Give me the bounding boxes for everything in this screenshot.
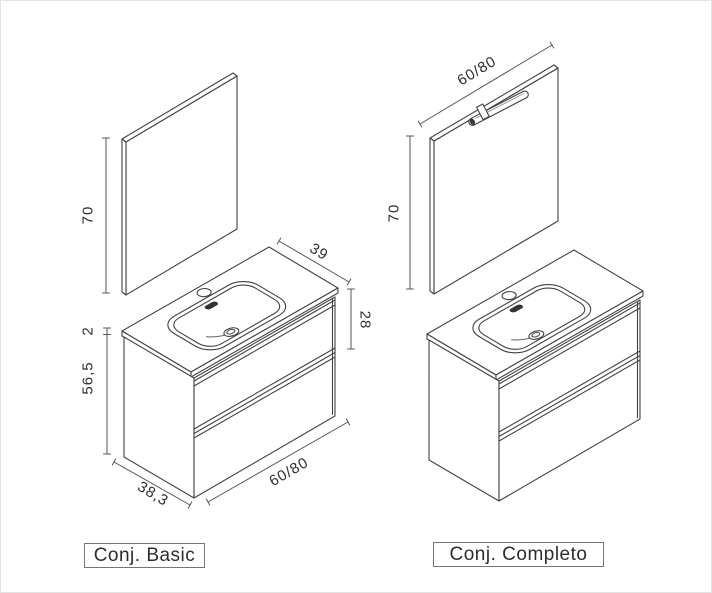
mirror-completo <box>429 64 559 295</box>
dim-line-cabinet-width <box>205 418 351 506</box>
mirror-side-edge <box>429 137 435 295</box>
dim-line-top-depth <box>276 237 352 286</box>
light-tube-end-cap <box>469 118 476 125</box>
light-fixture <box>468 90 529 126</box>
dim-line-thickness-and-height <box>103 327 111 455</box>
drawer-lines <box>193 297 336 439</box>
dim-label-cabinet-height-basic: 56,5 <box>79 361 97 395</box>
overflow-slot <box>204 301 219 310</box>
dim-label-front-height-basic: 28 <box>356 310 374 330</box>
dim-label-mirror-height-completo: 70 <box>385 203 403 223</box>
basic-set-drawing <box>102 72 355 509</box>
dim-line-front-height <box>347 288 355 350</box>
countertop-front-edge <box>190 287 339 378</box>
basin <box>149 270 294 354</box>
completo-set-drawing <box>406 41 644 502</box>
light-bracket <box>476 103 490 121</box>
caption-conj-basic: Conj. Basic <box>84 543 205 568</box>
drawer1-bottom-edge <box>193 347 336 430</box>
mirror-side-edge <box>121 138 127 296</box>
drawer2-groove-bottom <box>193 356 336 439</box>
dimension-lines-completo <box>406 41 555 290</box>
caption-conj-basic-label: Conj. Basic <box>93 544 196 566</box>
vanity-cabinet <box>121 246 339 499</box>
dimension-lines-basic <box>102 137 355 509</box>
basin-inner-rim <box>167 281 287 350</box>
caption-conj-completo-label: Conj. Completo <box>449 543 588 565</box>
basin-outer-rim <box>159 277 294 355</box>
vanity-cabinet <box>426 249 644 502</box>
dim-line-mirror-height <box>102 137 110 294</box>
drawer1-groove-top <box>193 299 336 382</box>
mirror-basic <box>121 72 238 296</box>
dim-label-mirror-height-basic: 70 <box>79 205 97 225</box>
dim-line-mirror-height <box>406 135 414 290</box>
dim-line-cabinet-depth <box>111 458 193 509</box>
drawer2-groove-top <box>193 351 336 435</box>
dim-label-countertop-thickness-basic: 2 <box>79 326 97 336</box>
dim-line-mirror-width <box>417 41 555 128</box>
drawer1-groove-bottom <box>193 304 336 387</box>
drain-plug <box>225 329 236 335</box>
faucet-hole <box>194 287 214 299</box>
caption-conj-completo: Conj. Completo <box>433 542 604 567</box>
